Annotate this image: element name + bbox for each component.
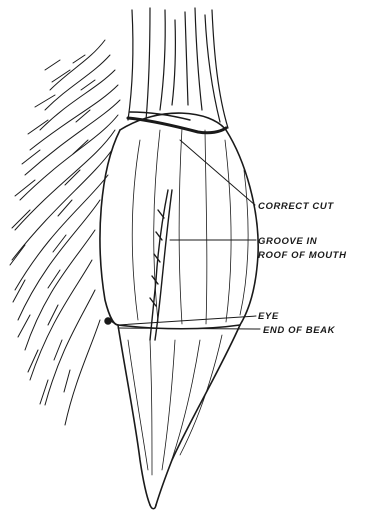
feathers xyxy=(10,40,120,425)
head-shading xyxy=(128,128,248,475)
neck xyxy=(128,8,228,128)
beak xyxy=(118,325,240,509)
correct-cut-mark xyxy=(128,112,226,133)
label-correct-cut: CORRECT CUT xyxy=(258,201,334,212)
groove xyxy=(150,190,172,340)
label-groove-line1: GROOVE IN xyxy=(258,236,318,247)
label-eye: EYE xyxy=(258,311,279,322)
leader-eye xyxy=(118,316,256,325)
leader-correct-cut xyxy=(180,140,255,205)
label-end-of-beak: END OF BEAK xyxy=(263,325,336,336)
leader-lines xyxy=(118,140,260,329)
label-groove-line2: ROOF OF MOUTH xyxy=(258,250,347,261)
